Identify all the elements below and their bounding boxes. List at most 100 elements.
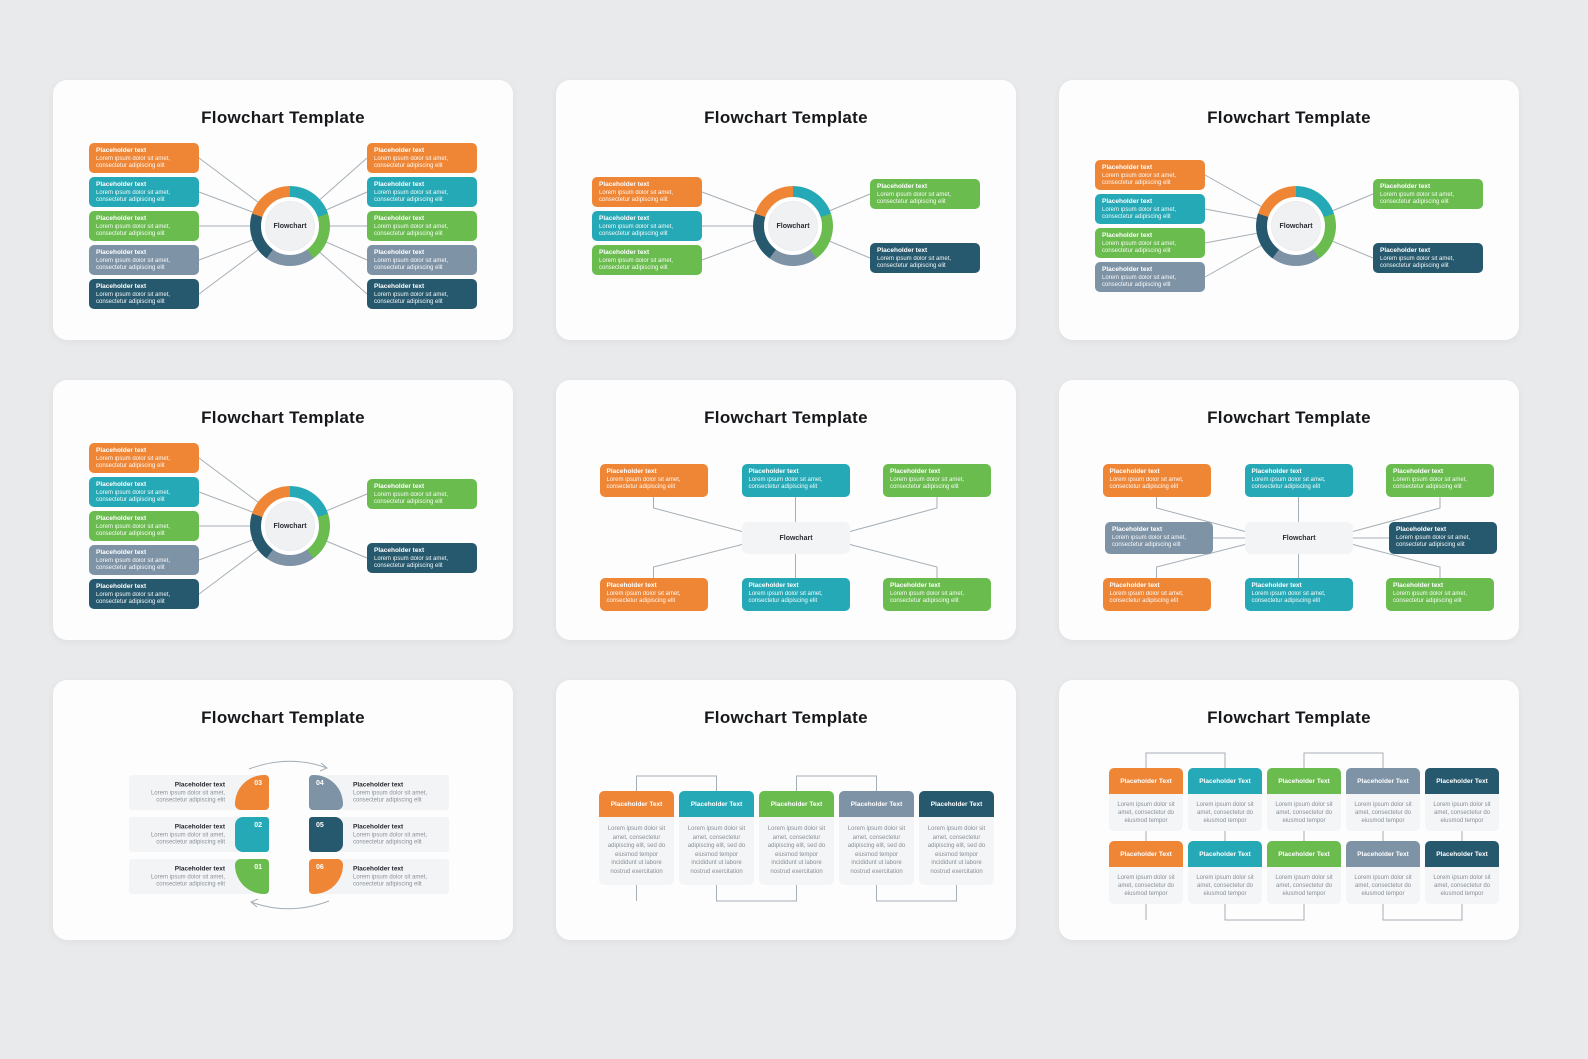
box-body: Lorem ipsum dolor sit amet, consectetur … [1251,476,1326,491]
box-title: Placeholder text [1393,468,1444,475]
card-header: Placeholder Text [1425,768,1499,794]
box-title: Placeholder text [374,215,425,222]
box-body: Lorem ipsum dolor sit amet, consectetur … [890,590,965,605]
box-body: Lorem ipsum dolor sit amet, consectetur … [374,291,449,306]
connector-line [876,885,957,902]
hub-label: Flowchart [273,522,307,530]
card-body: Lorem ipsum dolor sit amet, consectetur … [759,817,834,885]
card-body: Lorem ipsum dolor sit amet, consectetur … [1425,867,1499,904]
connector-lines [636,775,957,902]
connector-line [1382,904,1463,921]
box-title: Placeholder text [1393,582,1444,589]
box-body: Lorem ipsum dolor sit amet, consectetur … [1102,240,1177,255]
box-title: Placeholder text [374,147,425,154]
box-body: Lorem ipsum dolor sit amet, consectetur … [374,555,449,570]
slide-title: Flowchart Template [201,408,365,427]
box-title: Placeholder text [599,181,650,188]
box-title: Placeholder text [877,183,928,190]
box-title: Placeholder text [96,249,147,256]
box-title: Placeholder text [877,247,928,254]
box-body: Lorem ipsum dolor sit amet, consectetur … [96,155,171,170]
card-header: Placeholder Text [919,791,994,817]
card-body: Lorem ipsum dolor sit amet, consectetur … [1267,794,1341,831]
card-header: Placeholder Text [1109,841,1183,867]
cycle-segment: 02 [235,817,269,852]
box-body: Lorem ipsum dolor sit amet, consectetur … [890,476,965,491]
box-title: Placeholder text [96,447,147,454]
connector-lines [1156,497,1441,578]
box-body: Lorem ipsum dolor sit amet, consectetur … [96,489,171,504]
box-title: Placeholder text [1109,582,1160,589]
box-title: Placeholder text [1396,526,1447,533]
cycle-segment: 01 [235,859,269,894]
card-body: Lorem ipsum dolor sit amet, consectetur … [1267,867,1341,904]
box-body: Lorem ipsum dolor sit amet, consectetur … [599,223,674,238]
box-body: Lorem ipsum dolor sit amet, consectetur … [353,874,428,888]
box-title: Placeholder text [174,823,225,830]
box-title: Placeholder text [374,283,425,290]
connector-line [847,497,938,533]
cycle-arrow-arc [319,762,328,772]
box-body: Lorem ipsum dolor sit amet, consectetur … [1112,534,1187,549]
box-title: Placeholder text [1251,582,1302,589]
box-title: Placeholder text [96,549,147,556]
box-title: Placeholder text [374,483,425,490]
card-body: Lorem ipsum dolor sit amet, consectetur … [1346,867,1420,904]
card-body: Lorem ipsum dolor sit amet, consectetur … [1109,867,1183,904]
cycle-arrow-arc [250,900,330,910]
connector-lines [1145,752,1463,921]
box-title: Placeholder text [1109,468,1160,475]
hub-label: Flowchart [779,534,813,542]
box-title: Placeholder text [374,547,425,554]
box-title: Placeholder text [96,481,147,488]
box-title: Placeholder text [374,181,425,188]
box-title: Placeholder text [1102,232,1153,239]
box-title: Placeholder text [606,582,657,589]
flowchart-hub-center: Flowchart [261,197,319,255]
box-body: Lorem ipsum dolor sit amet, consectetur … [374,189,449,204]
box-body: Lorem ipsum dolor sit amet, consectetur … [96,257,171,272]
connector-line [1156,543,1248,578]
cycle-arrow-arc [250,898,259,908]
connector-line [653,497,745,533]
card-header: Placeholder Text [1267,768,1341,794]
segment-number: 03 [254,780,262,787]
box-body: Lorem ipsum dolor sit amet, consectetur … [877,191,952,206]
box-title: Placeholder text [599,249,650,256]
box-body: Lorem ipsum dolor sit amet, consectetur … [1102,274,1177,289]
connector-line [1224,904,1305,921]
slide-title: Flowchart Template [1207,408,1371,427]
flowchart-hub-center: Flowchart [764,197,822,255]
slide-title: Flowchart Template [704,708,868,727]
box-title: Placeholder text [353,781,404,788]
